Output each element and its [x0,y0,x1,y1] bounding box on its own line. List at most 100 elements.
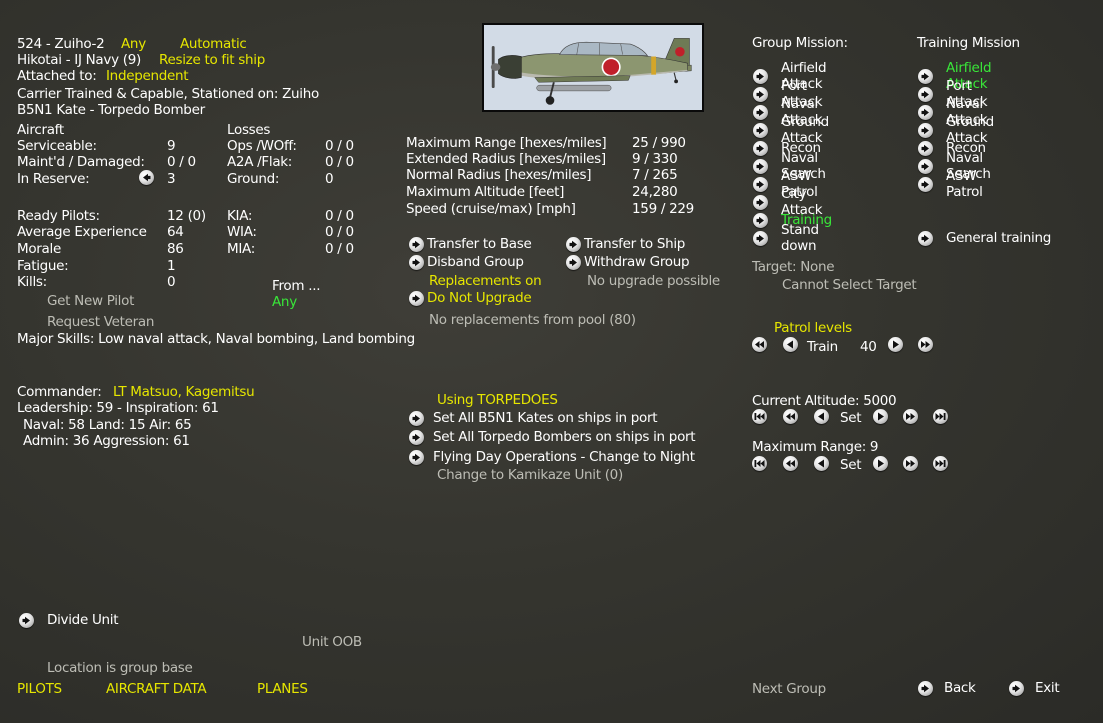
arrow-right-icon[interactable] [873,409,888,424]
group-mission-item[interactable]: Training [753,212,832,228]
withdraw-group-button[interactable]: Withdraw Group [566,254,690,270]
group-mission-item[interactable]: Airfield Attack [753,60,827,92]
flying-operations-button[interactable]: Flying Day Operations - Change to Night [409,449,695,465]
double-left-icon[interactable] [752,337,767,352]
set-all-torpedo-button[interactable]: Set All Torpedo Bombers on ships in port [409,429,696,445]
general-training-button[interactable]: General training [918,230,1051,246]
group-mission-item-label: Recon [781,140,821,156]
unit-oob-button[interactable]: Unit OOB [302,634,362,650]
arrow-right-icon [1009,680,1024,696]
arrow-right-icon [918,176,933,192]
request-veteran-button[interactable]: Request Veteran [47,314,155,330]
aircraft-data-tab[interactable]: AIRCRAFT DATA [106,681,207,697]
arrow-right-icon[interactable] [888,337,903,352]
triple-left-icon[interactable] [752,409,767,424]
no-replacements-text: No replacements from pool (80) [429,312,636,328]
training-mission-item-label: Recon [946,140,986,156]
attached-value[interactable]: Independent [106,68,189,84]
arrow-right-icon [409,290,424,306]
experience-value: 64 [167,224,184,240]
arrow-left-icon[interactable] [783,337,798,352]
next-group-button[interactable]: Next Group [752,681,826,697]
arrow-right-icon [753,230,768,246]
aircraft-type: B5N1 Kate - Torpedo Bomber [17,102,205,118]
maximum-range-label: Maximum Range: 9 [752,439,879,455]
ready-pilots-label: Ready Pilots: [17,208,100,224]
training-mission-item[interactable]: Naval Attack [918,96,988,128]
arrow-right-icon [753,122,768,138]
transfer-to-ship-button[interactable]: Transfer to Ship [566,236,685,252]
max-altitude-value: 24,280 [632,184,678,200]
wia-label: WIA: [227,224,257,240]
maint-label: Maint'd / Damaged: [17,154,145,170]
patrol-levels-header: Patrol levels [774,320,852,336]
training-mission-item[interactable]: ASW Patrol [918,168,983,200]
arrow-right-icon[interactable] [873,456,888,471]
planes-tab[interactable]: PLANES [257,681,308,697]
arrow-right-icon [753,104,768,120]
transfer-to-base-button[interactable]: Transfer to Base [409,236,532,252]
divide-unit-button[interactable]: Divide Unit [19,612,119,628]
training-mission-item[interactable]: Recon [918,140,986,156]
group-mission-item[interactable]: Stand down [753,222,819,254]
get-new-pilot-button[interactable]: Get New Pilot [47,293,135,309]
group-mission-item[interactable]: Recon [753,140,821,156]
from-value[interactable]: Any [272,294,297,310]
commander-name[interactable]: LT Matsuo, Kagemitsu [113,384,255,400]
triple-right-icon[interactable] [933,409,948,424]
serviceable-label: Serviceable: [17,138,97,154]
ground-value: 0 [325,171,334,187]
pilots-tab[interactable]: PILOTS [17,681,62,697]
double-left-icon[interactable] [783,409,798,424]
using-torpedoes[interactable]: Using TORPEDOES [437,392,558,408]
training-mission-item-label: Naval Search [946,150,991,182]
arrow-left-icon[interactable] [814,456,829,471]
double-right-icon[interactable] [918,337,933,352]
training-mission-item[interactable]: Naval Search [918,150,991,182]
training-mission-item[interactable]: Port Attack [918,78,988,110]
norm-radius-value: 7 / 265 [632,167,678,183]
arrow-right-icon [753,86,768,102]
max-altitude-label: Maximum Altitude [feet] [406,184,565,200]
training-mission-item-label: ASW Patrol [946,168,983,200]
transfer-to-base-label: Transfer to Base [427,236,532,252]
replacements-toggle[interactable]: Replacements on [429,273,542,289]
double-right-icon[interactable] [903,456,918,471]
group-mission-item[interactable]: Port Attack [753,78,823,110]
any-toggle[interactable]: Any [121,36,146,52]
reserve-arrow-left-icon[interactable] [139,170,154,185]
train-value: 40 [860,339,877,355]
set-all-torpedo-label: Set All Torpedo Bombers on ships in port [433,429,696,445]
commander-label: Commander: [17,384,102,400]
hikotai-line: Hikotai - IJ Navy (9) [17,52,141,68]
group-mission-item[interactable]: City Attack [753,186,823,218]
arrow-right-icon [918,86,933,102]
do-not-upgrade-button[interactable]: Do Not Upgrade [409,290,532,306]
training-mission-item[interactable]: Airfield Attack [918,60,992,92]
losses-header: Losses [227,122,271,138]
disband-group-button[interactable]: Disband Group [409,254,524,270]
ground-label: Ground: [227,171,280,187]
norm-radius-label: Normal Radius [hexes/miles] [406,167,592,183]
group-mission-item[interactable]: Naval Attack [753,96,823,128]
ops-label: Ops /WOff: [227,138,297,154]
double-left-icon[interactable] [783,456,798,471]
arrow-right-icon [753,176,768,192]
set-all-kates-label: Set All B5N1 Kates on ships in port [433,410,658,426]
back-button[interactable]: Back [918,680,976,696]
training-mission-item[interactable]: Ground Attack [918,114,994,146]
arrow-right-icon [409,429,424,445]
set-all-kates-button[interactable]: Set All B5N1 Kates on ships in port [409,410,658,426]
double-right-icon[interactable] [903,409,918,424]
automatic-toggle[interactable]: Automatic [180,36,247,52]
resize-link[interactable]: Resize to fit ship [159,52,265,68]
group-mission-item[interactable]: ASW Patrol [753,168,818,200]
group-mission-item[interactable]: Naval Search [753,150,826,182]
arrow-left-icon[interactable] [814,409,829,424]
from-label: From ... [272,278,321,294]
triple-left-icon[interactable] [752,456,767,471]
kills-label: Kills: [17,274,47,290]
exit-button[interactable]: Exit [1009,680,1060,696]
triple-right-icon[interactable] [933,456,948,471]
group-mission-item[interactable]: Ground Attack [753,114,829,146]
